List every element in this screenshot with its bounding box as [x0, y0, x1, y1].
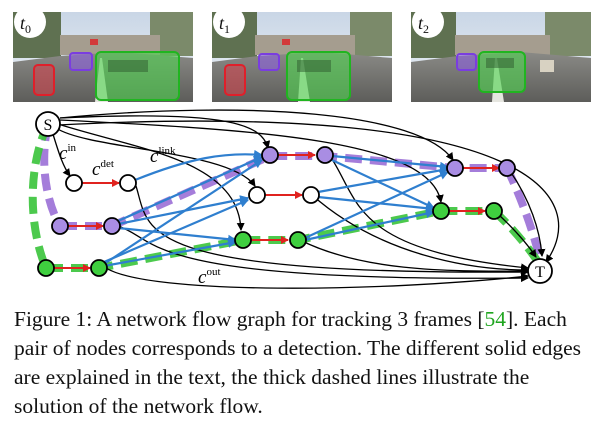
in-out-edges: [51, 109, 560, 289]
detection-edges: [54, 151, 500, 272]
source-label: S: [44, 117, 53, 134]
frame-label-t1: t1: [219, 13, 230, 36]
node-t0-c-out: [90, 259, 108, 277]
frame-label-t0: t0: [20, 13, 31, 36]
node-t2-a-out: [498, 159, 516, 177]
frame-t2: t2: [411, 6, 591, 102]
edge-label-c-out: cout: [198, 266, 221, 288]
node-t0-b-in: [51, 217, 69, 235]
caption-suffix: ]. Each pair of nodes corresponds to a d…: [14, 307, 581, 418]
edge-label-c-link: clink: [150, 145, 176, 167]
node-t1-c-in: [234, 231, 252, 249]
node-t1-c-out: [289, 231, 307, 249]
edge-label-c-in: cin: [59, 142, 76, 164]
sink-label: T: [535, 264, 545, 281]
frame-label-t2: t2: [418, 13, 429, 36]
node-t1-b-out: [302, 186, 320, 204]
edge-label-c-det: cdet: [92, 158, 114, 180]
node-t0-a-in: [65, 174, 83, 192]
node-t2-b-in: [432, 202, 450, 220]
caption-reference[interactable]: 54: [484, 307, 507, 331]
link-edges: [103, 149, 449, 268]
node-t1-b-in: [248, 186, 266, 204]
node-t0-c-in: [37, 259, 55, 277]
node-t2-b-out: [485, 202, 503, 220]
figure-caption: Figure 1: A network flow graph for track…: [14, 305, 598, 421]
node-t2-a-in: [446, 159, 464, 177]
graph-nodes: [37, 146, 516, 277]
frame-t1: t1: [212, 6, 392, 102]
node-t0-a-out: [119, 174, 137, 192]
sink-node: T: [527, 258, 553, 284]
node-t0-b-out: [103, 217, 121, 235]
source-node: S: [35, 111, 61, 137]
node-t1-a-in: [261, 146, 279, 164]
frame-t0: t0: [13, 6, 193, 102]
node-t1-a-out: [316, 146, 334, 164]
caption-prefix: Figure 1: A network flow graph for track…: [14, 307, 485, 331]
